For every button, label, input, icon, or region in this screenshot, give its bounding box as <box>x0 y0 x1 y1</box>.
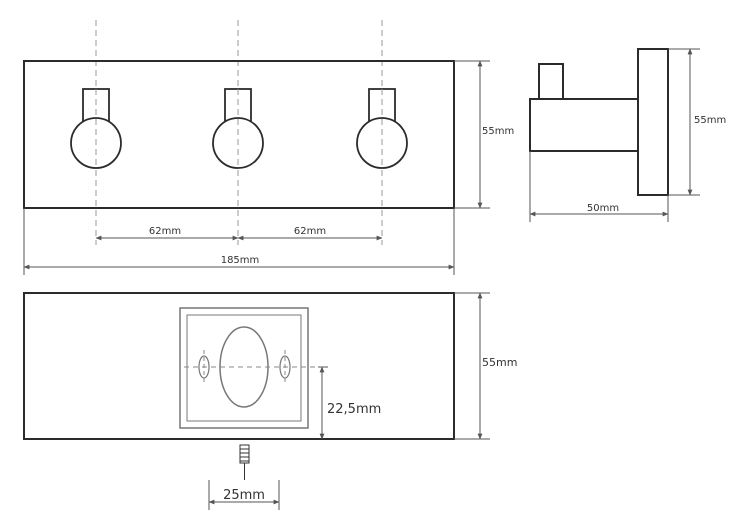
dimension-back-height <box>454 292 490 440</box>
dimension-screw-width <box>208 480 280 510</box>
side-tip <box>538 63 564 100</box>
back-height-label: 55mm <box>482 356 517 369</box>
mount-bracket-outer <box>179 307 309 429</box>
front-view: 62mm 62mm 185mm 55mm <box>23 20 514 275</box>
dimension-mount-offset <box>318 366 328 440</box>
mount-offset-label: 22,5mm <box>327 402 381 417</box>
screw-width-label: 25mm <box>223 488 265 503</box>
hook-spacing-right-label: 62mm <box>294 226 326 237</box>
side-arm <box>529 98 639 152</box>
side-plate <box>637 48 669 196</box>
dimension-side-height <box>668 48 700 196</box>
dimension-front-height <box>454 60 490 209</box>
front-plate <box>23 60 455 209</box>
side-height-label: 55mm <box>694 115 726 126</box>
dimension-side-depth <box>529 151 669 222</box>
dimension-total-width <box>23 208 455 275</box>
front-height-label: 55mm <box>482 126 514 137</box>
side-depth-label: 50mm <box>587 203 619 214</box>
hook-spacing-left-label: 62mm <box>149 226 181 237</box>
screw-icon <box>239 444 250 480</box>
back-plate <box>23 292 455 440</box>
mount-bracket-inner <box>186 314 302 422</box>
back-view: 55mm 22,5mm 25mm <box>23 292 517 510</box>
total-width-label: 185mm <box>221 255 260 266</box>
side-view: 55mm 50mm <box>529 48 726 222</box>
